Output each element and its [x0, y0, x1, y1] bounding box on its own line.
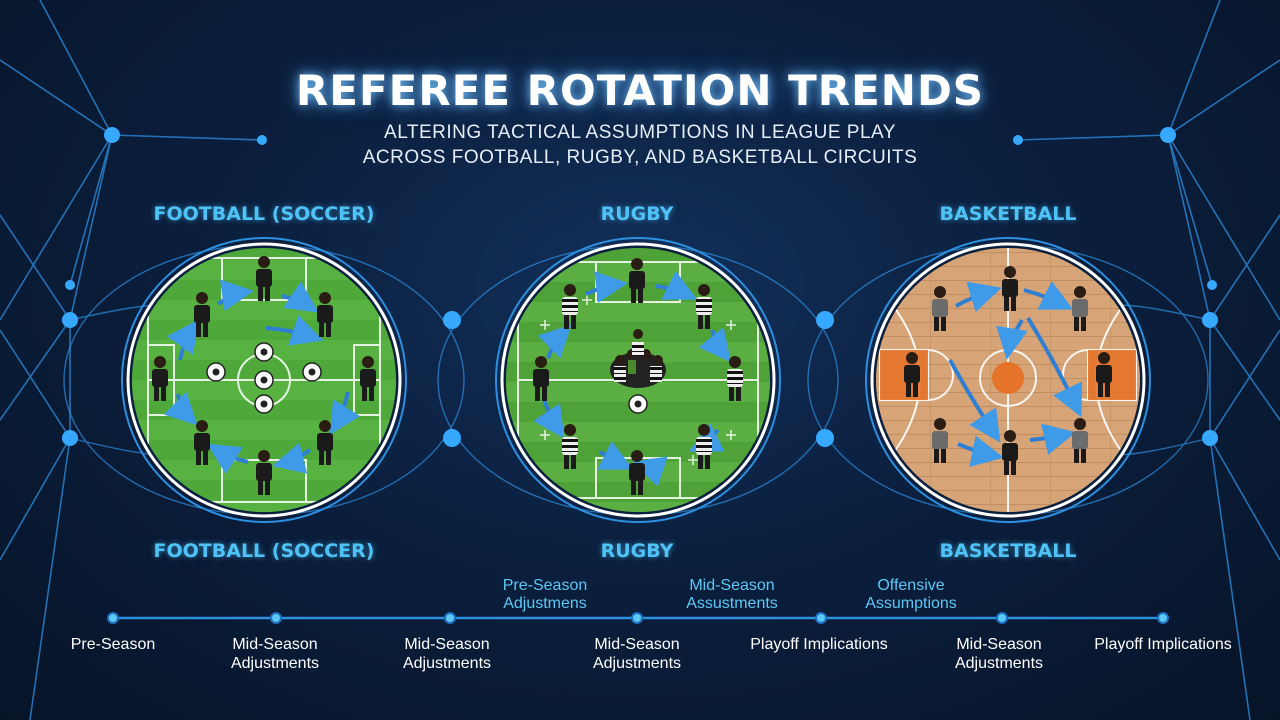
referee-icon [629, 450, 645, 495]
timeline-node [631, 612, 643, 624]
referee-icon [629, 258, 645, 303]
timeline-node [444, 612, 456, 624]
football-rotation-arrows [163, 279, 361, 475]
referee-icon [1072, 286, 1088, 331]
rugby-scrum-icon [610, 329, 666, 414]
sport-label-basketball-bottom: BASKETBALL [939, 540, 1077, 562]
page-title: REFEREE ROTATION TRENDS [295, 66, 985, 115]
football-referees [152, 256, 376, 495]
referee-icon [696, 284, 712, 329]
referee-icon [317, 292, 333, 337]
sport-label-football-top: FOOTBALL (SOCCER) [153, 203, 375, 225]
referee-icon [904, 352, 920, 397]
timeline-label-6: Mid-Season Adjustments [954, 636, 1044, 672]
sport-label-rugby-bottom: RUGBY [600, 540, 674, 562]
timeline-label-7: Playoff Implications [1094, 636, 1232, 653]
referee-icon [1002, 430, 1018, 475]
timeline-above-label-3: Offensive Assumptions [865, 577, 957, 612]
sport-label-football-bottom: FOOTBALL (SOCCER) [153, 540, 375, 562]
football-balls [206, 342, 322, 414]
timeline-label-1: Pre-Season [70, 636, 156, 653]
timeline-label-2: Mid-Season Adjustments [230, 636, 320, 672]
timeline-label-3: Mid-Season Adjustments [402, 636, 492, 672]
timeline-node [107, 612, 119, 624]
timeline-label-5: Playoff Implications [750, 636, 888, 653]
referee-icon [317, 420, 333, 465]
referee-icon [562, 284, 578, 329]
referee-icon [696, 424, 712, 469]
rugby-players [533, 258, 743, 495]
timeline-node [270, 612, 282, 624]
referee-icon [194, 292, 210, 337]
timeline-node [815, 612, 827, 624]
soccer-ball-icon [628, 394, 648, 414]
soccer-ball-icon [254, 394, 274, 414]
timeline-node [1157, 612, 1169, 624]
referee-icon [1072, 418, 1088, 463]
referee-icon [1002, 266, 1018, 311]
timeline-above-label-1: Pre-Season Adjustmens [502, 577, 588, 612]
basketball-referees [904, 266, 1112, 475]
sport-label-rugby-top: RUGBY [600, 203, 674, 225]
referee-icon [727, 356, 743, 401]
referee-icon [360, 356, 376, 401]
timeline-label-4: Mid-Season Adjustments [592, 636, 682, 672]
soccer-ball-icon [206, 362, 226, 382]
basketball-rotation-arrows [948, 280, 1083, 467]
sport-label-basketball-top: BASKETBALL [939, 203, 1077, 225]
referee-icon [1096, 352, 1112, 397]
subtitle-line-2: ACROSS FOOTBALL, RUGBY, AND BASKETBALL C… [362, 147, 918, 168]
referee-icon [562, 424, 578, 469]
subtitle-line-1: ALTERING TACTICAL ASSUMPTIONS IN LEAGUE … [384, 122, 896, 143]
referee-icon [194, 420, 210, 465]
soccer-ball-icon [254, 342, 274, 362]
timeline-above-label-2: Mid-Season Assustments [686, 577, 778, 612]
referee-icon [152, 356, 168, 401]
referee-icon [932, 286, 948, 331]
timeline-node [996, 612, 1008, 624]
soccer-ball-icon [302, 362, 322, 382]
referee-icon [533, 356, 549, 401]
timeline [107, 612, 1169, 624]
referee-icon [256, 256, 272, 301]
referee-icon [932, 418, 948, 463]
referee-icon [256, 450, 272, 495]
soccer-ball-icon [254, 370, 274, 390]
